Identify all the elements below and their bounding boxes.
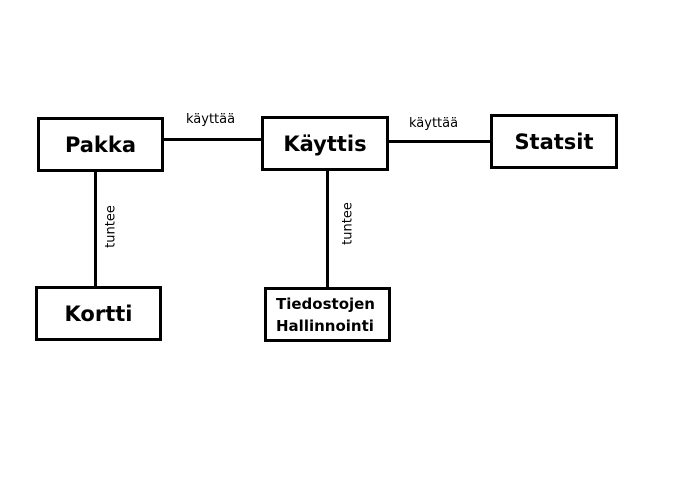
node-statsit: Statsit — [490, 114, 618, 169]
edge-line-pakka-kayttis — [162, 138, 262, 141]
node-tiedostojen-hallinnointi: Tiedostojen Hallinnointi — [264, 287, 391, 342]
node-pakka: Pakka — [37, 117, 164, 172]
node-kortti-label: Kortti — [64, 301, 133, 326]
edge-line-kayttis-tiedostojen — [326, 170, 329, 289]
node-tiedostojen-label-line2: Hallinnointi — [276, 316, 374, 335]
node-kayttis: Käyttis — [261, 116, 389, 171]
edge-label-pakka-kortti: tuntee — [103, 205, 119, 248]
edge-label-kayttis-tiedostojen: tuntee — [340, 202, 356, 245]
node-tiedostojen-label-line1: Tiedostojen — [276, 294, 375, 313]
node-kortti: Kortti — [35, 286, 162, 341]
node-pakka-label: Pakka — [64, 132, 137, 157]
node-statsit-label: Statsit — [514, 129, 594, 154]
edge-line-pakka-kortti — [94, 170, 97, 288]
node-kayttis-label: Käyttis — [283, 131, 367, 156]
edge-label-kayttis-statsit: käyttää — [409, 116, 459, 131]
edge-line-kayttis-statsit — [387, 140, 491, 143]
edge-label-pakka-kayttis: käyttää — [186, 112, 236, 127]
